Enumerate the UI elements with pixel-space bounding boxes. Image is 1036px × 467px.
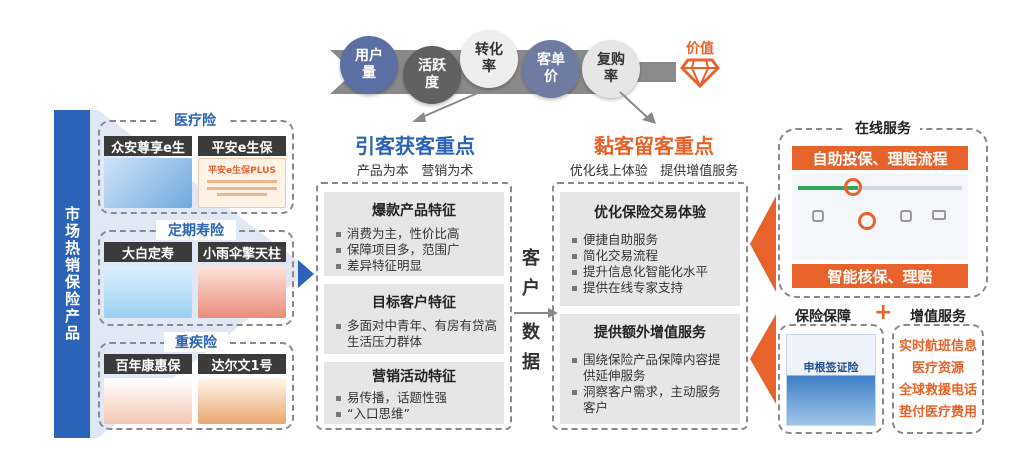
box-title: 优化保险交易体验 [594,205,706,221]
product-tag: 平安e生保 [198,136,286,156]
bullet-item: 便捷自助服务 [572,232,740,248]
category-title-medical: 医疗险 [160,110,230,130]
bullet-item: 易传播，话题性强 [336,390,504,406]
customer-data-label: 客 户 [522,248,540,299]
service-item: 垫付医疗费用 [898,405,977,420]
value-label: 价值 [686,41,714,57]
box-title: 爆款产品特征 [372,203,456,219]
online-service-title: 在线服务 [846,118,920,138]
bullet-item: “入口思维” [336,406,504,422]
retain-heading: 黏客留客重点 [594,134,714,158]
smart-underwriting-banner: 智能核保、理赔 [792,264,968,288]
product-tag: 百年康惠保 [104,354,192,374]
value-added-title: 增值服务 [900,306,976,326]
diamond-icon [680,58,720,88]
category-title-critical-illness: 重疾险 [164,332,228,352]
funnel-step-repurchase: 复购 率 [582,40,640,98]
funnel-step-activity: 活跃 度 [403,46,461,104]
service-item: 实时航班信息 [898,339,977,354]
bullet-item: 多面对中青年、有房有贷高生活压力群体 [336,318,498,350]
self-service-banner: 自助投保、理赔流程 [792,146,968,170]
service-item: 医疗资源 [911,361,964,376]
plus-sign: + [874,300,893,325]
box-title: 提供额外增值服务 [594,325,706,341]
product-tag: 小雨伞擎天柱 [198,242,286,262]
box-title: 目标客户特征 [372,295,456,311]
funnel-step-order-value: 客单 价 [522,40,580,98]
product-thumbnail [104,378,192,424]
product-thumbnail [198,266,286,318]
funnel-step-conversion: 转化 率 [460,30,518,88]
product-thumbnail [104,266,192,318]
product-tag: 达尔文1号 [198,354,286,374]
acquire-subheading: 产品为本 营销为术 [356,164,474,179]
funnel-down-arrows [412,91,656,124]
bullet-item: 消费为主，性价比高 [336,226,504,242]
protection-title: 保险保障 [786,306,860,326]
bullet-item: 提供在线专家支持 [572,280,740,296]
bullet-item: 提升信息化智能化水平 [572,264,740,280]
process-screenshot [792,174,968,260]
acquire-panel [316,182,512,430]
product-tag: 众安尊享e生 [104,136,192,156]
customer-data-label-2: 数 据 [522,322,540,373]
protection-box [778,324,884,434]
retain-box-value-added: 提供额外增值服务 围绕保险产品保障内容提供延伸服务 洞察客户需求，主动服务客户 [560,314,740,424]
product-thumbnail [104,158,192,208]
service-item: 全球救援电话 [898,383,977,398]
acquire-box-hot-product: 爆款产品特征 消费为主，性价比高 保障项目多，范围广 差异特征明显 [324,192,504,276]
acquire-box-target-customer: 目标客户特征 多面对中青年、有房有贷高生活压力群体 [324,284,504,354]
insurance-certificate-image: 申根签证险 [786,334,876,426]
retain-box-experience: 优化保险交易体验 便捷自助服务 简化交易流程 提升信息化智能化水平 提供在线专家… [560,192,740,306]
product-thumbnail: 平安e生保PLUS [198,158,286,208]
product-tag: 大白定寿 [104,242,192,262]
value-added-list: 实时航班信息 医疗资源 全球救援电话 垫付医疗费用 [894,336,982,424]
acquire-box-marketing: 营销活动特征 易传播，话题性强 “入口思维” [324,362,504,424]
product-thumbnail [198,378,286,424]
right-orange-arrows [750,196,776,404]
retain-subheading: 优化线上体验 提供增值服务 [569,164,739,179]
acquire-heading: 引客获客重点 [355,134,475,158]
hot-products-label: 市场热销保险产品 [54,110,90,438]
bullet-item: 保障项目多，范围广 [336,242,504,258]
box-title: 营销活动特征 [372,369,456,385]
funnel-arrow-shaft [636,62,676,82]
bullet-item: 围绕保险产品保障内容提供延伸服务 [572,352,732,384]
funnel-step-users: 用户 量 [340,36,398,94]
category-title-term-life: 定期寿险 [156,220,236,240]
retain-panel [552,182,748,430]
bullet-item: 洞察客户需求，主动服务客户 [572,384,732,416]
bullet-item: 差异特征明显 [336,258,504,274]
bullet-item: 简化交易流程 [572,248,740,264]
value-added-box [892,324,984,434]
